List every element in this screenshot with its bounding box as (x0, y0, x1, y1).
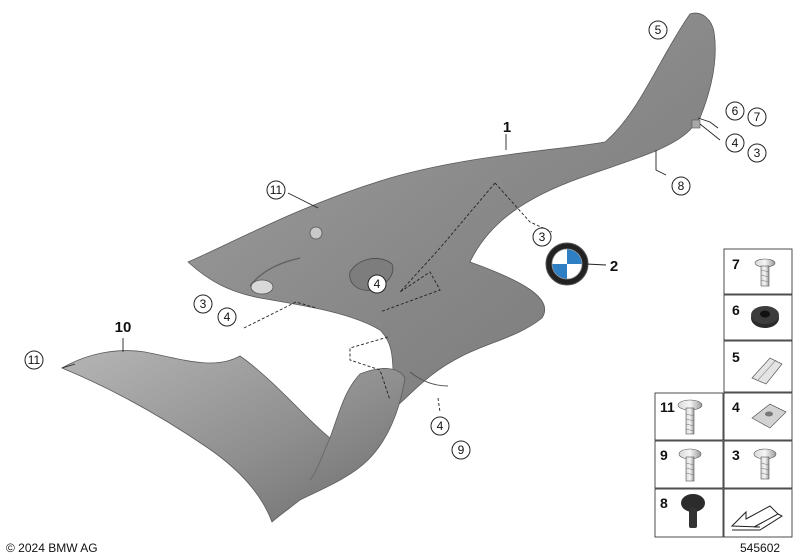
parts-table (654, 248, 793, 538)
leader-lines (61, 117, 721, 369)
svg-text:3: 3 (539, 230, 546, 244)
diagram-number: 545602 (740, 541, 781, 555)
svg-text:4: 4 (732, 136, 739, 150)
svg-text:4: 4 (224, 310, 231, 324)
screw-icon-part-3 (753, 448, 777, 480)
svg-text:9: 9 (660, 447, 668, 463)
side-trim-panel-part-1 (187, 12, 716, 406)
callout-4: 4 (430, 416, 450, 436)
callout-4: 4 (367, 274, 387, 294)
svg-text:8: 8 (660, 495, 668, 511)
copyright-text: © 2024 BMW AG (6, 541, 98, 555)
fastener-hole (309, 226, 323, 240)
screw-icon-part-9 (678, 448, 702, 482)
svg-text:11: 11 (28, 353, 41, 367)
svg-text:3: 3 (732, 447, 740, 463)
svg-text:11: 11 (270, 183, 283, 197)
cell-part-3 (723, 440, 793, 489)
expanding-rivet-icon-part-8 (681, 494, 705, 528)
callout-3: 3 (193, 294, 213, 314)
callout-11: 11 (24, 350, 44, 370)
dashed-leader-lines (243, 182, 553, 413)
svg-text:3: 3 (754, 146, 761, 160)
cell-part-7 (723, 248, 793, 295)
mount-tab (691, 119, 701, 129)
grommet-icon-part-6 (751, 306, 779, 328)
screw-icon-part-7 (754, 258, 776, 287)
svg-text:8: 8 (678, 179, 685, 193)
svg-text:5: 5 (655, 23, 662, 37)
bmw-emblem-part-2 (545, 242, 589, 286)
svg-text:11: 11 (660, 399, 675, 415)
svg-text:9: 9 (458, 443, 465, 457)
speed-nut-icon-part-4 (751, 403, 787, 429)
svg-text:2: 2 (610, 258, 618, 275)
panel-opening (250, 279, 274, 295)
callout-6: 6 (725, 101, 745, 121)
callout-9: 9 (451, 440, 471, 460)
svg-text:10: 10 (115, 319, 132, 336)
callout-1: 1 (503, 119, 511, 136)
callout-4: 4 (725, 133, 745, 153)
svg-text:3: 3 (200, 297, 207, 311)
svg-text:6: 6 (732, 104, 739, 118)
svg-text:7: 7 (732, 256, 740, 272)
callouts: 5 6 7 4 3 8 1 11 3 2 4 3 4 10 11 4 9 (24, 20, 767, 460)
callout-2: 2 (610, 258, 618, 275)
direction-arrow-icon (730, 505, 784, 531)
cell-part-5 (723, 340, 793, 393)
svg-text:4: 4 (374, 277, 381, 291)
svg-text:4: 4 (437, 419, 444, 433)
parts-table-labels: 7 6 5 11 4 9 3 8 (660, 256, 740, 511)
svg-text:6: 6 (732, 302, 740, 318)
lower-fairing-part-10 (61, 350, 406, 523)
callout-10: 10 (115, 319, 132, 336)
callout-8: 8 (671, 176, 691, 196)
callout-4: 4 (217, 307, 237, 327)
screw-icon-part-11 (677, 399, 703, 435)
svg-text:1: 1 (503, 119, 511, 136)
callout-3: 3 (532, 227, 552, 247)
svg-text:7: 7 (754, 110, 761, 124)
svg-text:4: 4 (732, 399, 740, 415)
callout-3: 3 (747, 143, 767, 163)
svg-text:5: 5 (732, 349, 740, 365)
callout-5: 5 (648, 20, 668, 40)
clip-nut-icon-part-5 (751, 357, 783, 385)
callout-11: 11 (266, 180, 286, 200)
callout-7: 7 (747, 107, 767, 127)
